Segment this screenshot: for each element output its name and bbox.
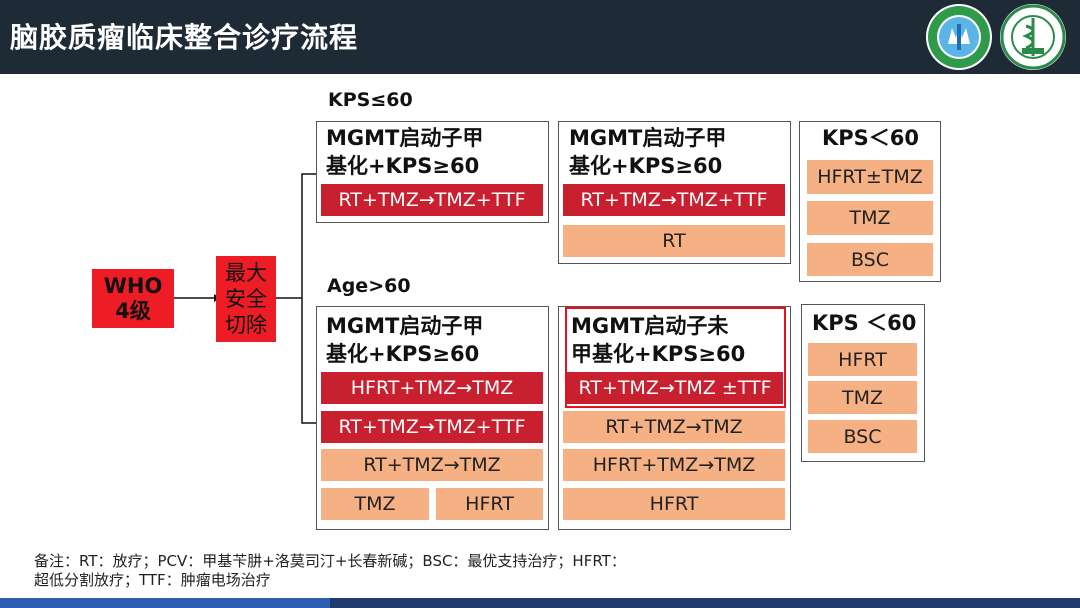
bottom-mid-regimen-1: RT+TMZ→TMZ ±TTF xyxy=(567,372,783,404)
top-mid-regimen-1: RT+TMZ→TMZ+TTF xyxy=(563,184,785,216)
page-title: 脑胶质瘤临床整合诊疗流程 xyxy=(10,21,359,54)
top-right-regimen-3: BSC xyxy=(807,243,933,276)
bottom-mid-regimen-4: HFRT xyxy=(563,488,785,520)
top-mid-regimen-2: RT xyxy=(563,225,785,257)
who-grade-node: WHO 4级 xyxy=(92,269,174,328)
bottom-left-regimen-2: RT+TMZ→TMZ+TTF xyxy=(321,411,543,443)
bottom-right-regimen-2: TMZ xyxy=(808,381,917,414)
top-right-heading: KPS＜60 xyxy=(822,126,920,150)
bottom-mid-heading: MGMT启动子未 甲基化+KPS≥60 xyxy=(571,314,746,366)
bottom-left-regimen-4a: TMZ xyxy=(321,488,429,520)
bottom-right-heading: KPS ＜60 xyxy=(812,311,917,335)
header-bar: 脑胶质瘤临床整合诊疗流程 xyxy=(0,0,1080,74)
who-line1: WHO xyxy=(103,273,163,298)
kps-group-label: KPS≤60 xyxy=(328,89,413,111)
max-safe-resection-node: 最大 安全 切除 xyxy=(216,256,276,342)
university-logo-icon xyxy=(926,4,992,70)
resection-line3: 切除 xyxy=(225,313,267,337)
top-right-regimen-1: HFRT±TMZ xyxy=(807,160,933,194)
hospital-logo-icon xyxy=(1000,4,1066,70)
bottom-left-regimen-4b: HFRT xyxy=(436,488,543,520)
who-line2: 4级 xyxy=(115,298,151,323)
highlight-frame xyxy=(565,307,786,408)
bottom-mid-regimen-2: RT+TMZ→TMZ xyxy=(563,411,785,443)
resection-line1: 最大 xyxy=(225,261,267,285)
top-left-regimen-1: RT+TMZ→TMZ+TTF xyxy=(321,184,543,216)
bottom-left-heading: MGMT启动子甲 基化+KPS≥60 xyxy=(326,314,484,366)
footer-bar xyxy=(0,598,1080,608)
bottom-right-regimen-3: BSC xyxy=(808,420,917,453)
bottom-right-regimen-1: HFRT xyxy=(808,343,917,376)
top-left-heading: MGMT启动子甲 基化+KPS≥60 xyxy=(326,126,484,178)
footnote-line2: 超低分割放疗；TTF：肿瘤电场治疗 xyxy=(34,571,271,589)
top-mid-heading: MGMT启动子甲 基化+KPS≥60 xyxy=(569,126,727,178)
resection-line2: 安全 xyxy=(225,287,267,311)
bottom-mid-regimen-3: HFRT+TMZ→TMZ xyxy=(563,449,785,481)
footnote-line1: 备注：RT：放疗；PCV：甲基苄肼+洛莫司汀+长春新碱；BSC：最优支持治疗；H… xyxy=(34,552,626,570)
bottom-left-regimen-3: RT+TMZ→TMZ xyxy=(321,449,543,481)
age-group-label: Age>60 xyxy=(327,275,411,297)
footnote: 备注：RT：放疗；PCV：甲基苄肼+洛莫司汀+长春新碱；BSC：最优支持治疗；H… xyxy=(34,552,674,590)
bottom-left-regimen-1: HFRT+TMZ→TMZ xyxy=(321,372,543,404)
top-right-regimen-2: TMZ xyxy=(807,201,933,235)
